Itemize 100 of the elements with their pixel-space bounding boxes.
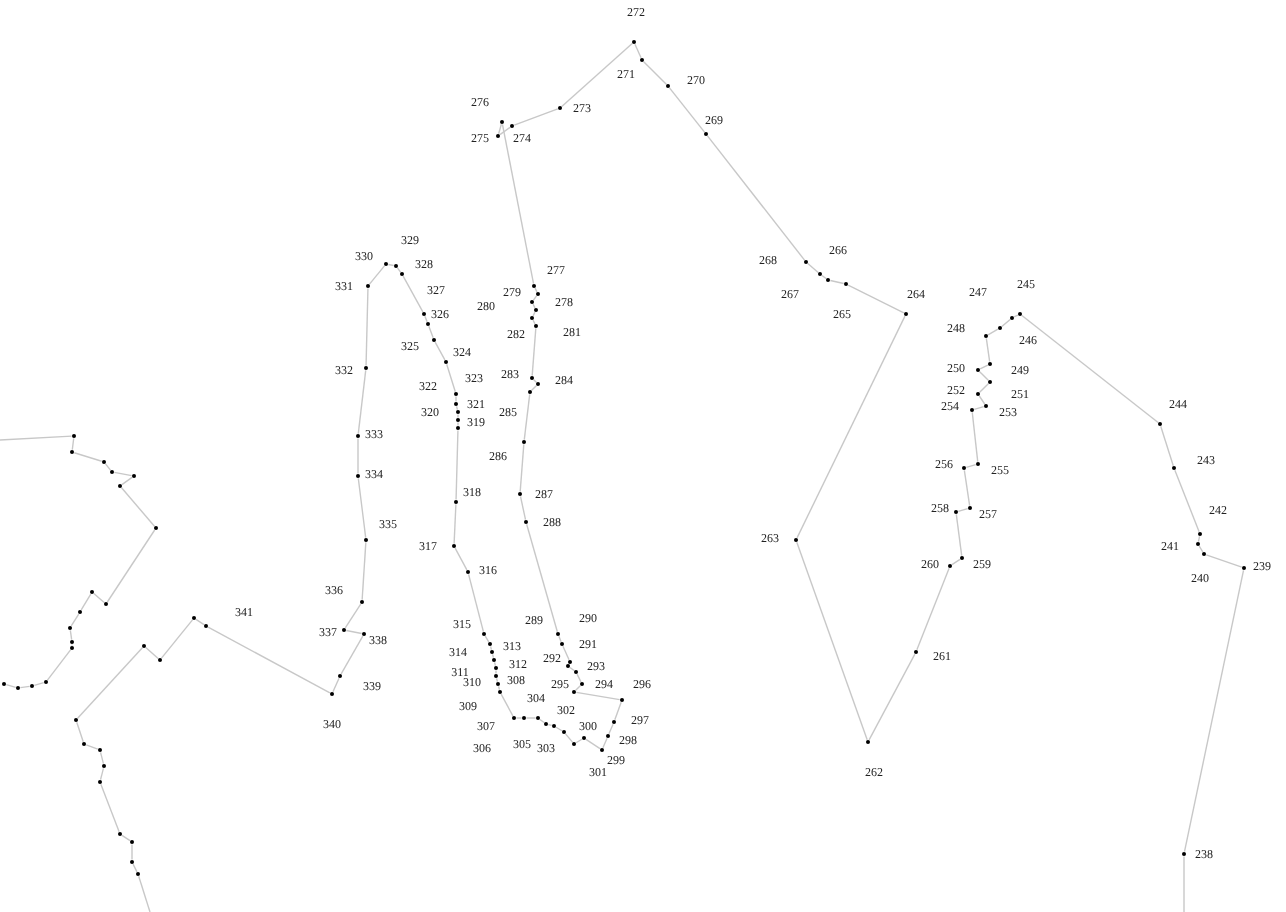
connector-line [402,275,424,313]
point-marker [1009,315,1015,321]
connector-line [46,649,72,681]
connector-line [76,721,84,743]
connector-line [963,469,971,507]
connector-line [519,495,527,521]
connector-line [70,613,80,627]
point-marker [533,307,539,313]
point-marker [521,439,527,445]
connector-line [138,875,151,912]
point-marker [631,39,637,45]
point-marker [337,673,343,679]
point-marker [619,697,625,703]
point-marker [543,721,549,727]
point-marker [89,589,95,595]
point-marker [69,639,75,645]
point-marker [383,261,389,267]
point-marker [561,729,567,735]
point-marker [555,631,561,637]
point-marker [975,461,981,467]
point-marker [975,391,981,397]
point-marker [43,679,49,685]
point-marker [559,641,565,647]
point-marker [703,131,709,137]
point-marker [1,681,7,687]
point-marker [117,483,123,489]
connector-line [357,437,359,475]
connector-line [489,645,493,651]
point-marker [1197,531,1203,537]
point-marker [453,401,459,407]
connector-line [868,653,916,741]
connector-line [796,541,868,741]
connector-line [484,635,490,643]
point-marker [97,747,103,753]
connector-line [1183,569,1245,853]
connector-line [821,274,827,280]
connector-line [634,43,642,59]
point-marker [1017,311,1023,317]
connector-line [951,558,961,566]
connector-line [73,452,103,462]
point-marker [71,433,77,439]
point-marker [605,733,611,739]
point-marker [489,649,495,655]
point-marker [491,657,497,663]
point-marker [15,685,21,691]
point-marker [191,615,197,621]
connector-line [100,783,120,833]
connector-line [531,327,537,377]
point-marker [425,321,431,327]
connector-line [467,573,485,633]
connector-line [575,685,581,691]
connector-line [957,507,969,513]
point-marker [913,649,919,655]
point-marker [987,361,993,367]
point-marker [97,779,103,785]
point-marker [565,663,571,669]
connector-line [493,661,497,667]
connector-line [829,279,845,285]
connector-line [80,593,92,611]
connector-line [357,369,367,435]
point-marker [611,719,617,725]
connector-line [532,295,538,301]
connector-line [93,592,105,604]
connector-line [1013,314,1019,318]
point-marker [455,425,461,431]
connector-line [340,635,364,675]
connector-line [1174,469,1200,533]
connector-line [539,718,545,724]
point-marker [101,763,107,769]
connector-line [534,287,538,293]
point-marker [497,689,503,695]
point-marker [1195,541,1201,547]
connector-line [979,383,989,393]
point-marker [69,449,75,455]
point-marker [665,83,671,89]
point-marker [363,365,369,371]
point-marker [959,555,965,561]
connector-line [643,61,667,85]
connector-line [1183,855,1185,912]
point-marker [997,325,1003,331]
connector-line [569,666,575,672]
connector-line [491,653,495,659]
point-marker [487,641,493,647]
connector-line [76,647,144,719]
connector-line [499,126,511,136]
connector-line [19,685,31,689]
connector-line [365,287,369,367]
point-marker [1201,551,1207,557]
connector-line [847,284,905,314]
point-marker [355,473,361,479]
connector-line [434,341,446,361]
point-marker [203,623,209,629]
connector-line [532,319,536,325]
connector-line [1001,318,1011,328]
point-marker [521,715,527,721]
point-marker [639,57,645,63]
point-marker [481,631,487,637]
connector-line [495,677,499,683]
connector-line [973,405,985,411]
connector-line [145,646,159,660]
